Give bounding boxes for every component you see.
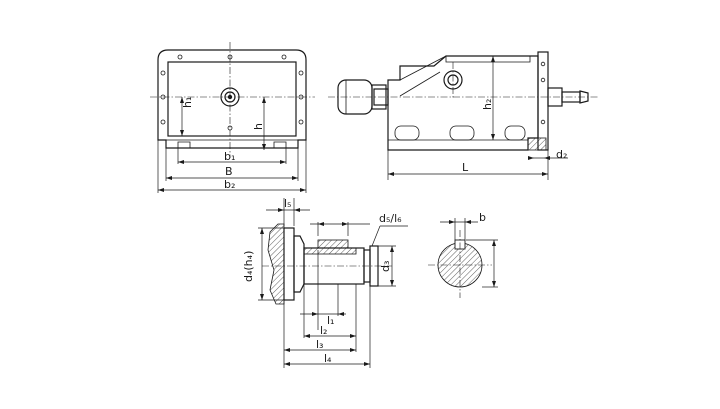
- dim-b1-label: b₁: [224, 150, 235, 163]
- dim-b-label: b: [479, 211, 486, 224]
- front-view: h₁ h b₁ B b₂: [150, 42, 315, 193]
- dim-d5l6-label: d₅/l₆: [379, 212, 402, 225]
- dim-d2-label: d₂: [556, 148, 567, 161]
- dim-d4h4-label: d₄(h₄): [242, 251, 255, 282]
- dim-l5-label: l₅: [284, 197, 291, 210]
- dim-d3-label: d₃: [379, 261, 392, 272]
- dim-l3-label: l₃: [316, 338, 323, 351]
- dim-L-label: L: [462, 161, 469, 174]
- dim-h-label: h: [252, 123, 265, 130]
- side-view: h₂ L d₂: [328, 51, 598, 180]
- dim-b2-label: b₂: [224, 178, 235, 191]
- dim-h1-label: h₁: [181, 97, 194, 108]
- dim-h2-label: h₂: [481, 99, 494, 110]
- dim-B-label: B: [225, 165, 233, 178]
- dim-l1-label: l₁: [327, 314, 334, 327]
- shaft-detail: l₅ d₅/l₆ d₄(h₄) d₃ l₁: [242, 197, 408, 368]
- dim-l4-label: l₄: [324, 352, 332, 365]
- dim-l2-label: l₂: [320, 324, 327, 337]
- shaft-cross-section: b: [428, 211, 498, 298]
